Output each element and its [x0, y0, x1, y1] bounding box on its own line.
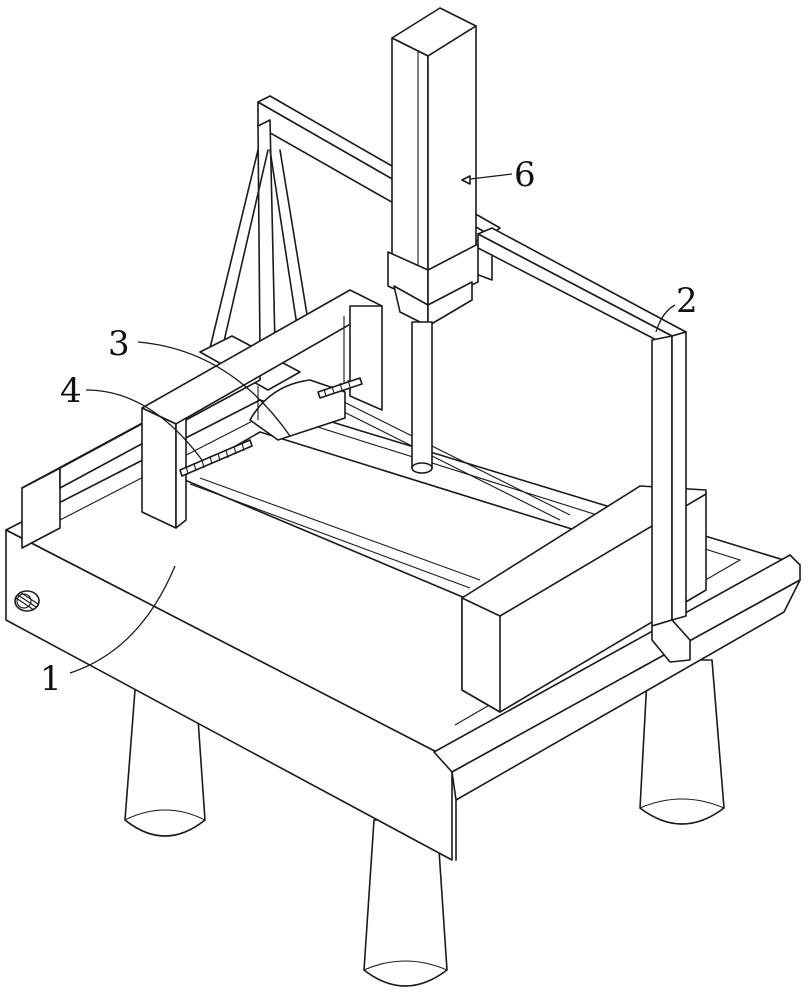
label-part-2: 2 [676, 281, 698, 321]
label-part-6: 6 [514, 155, 536, 195]
label-part-4: 4 [60, 371, 82, 411]
label-part-1: 1 [40, 659, 62, 699]
knob [15, 591, 39, 611]
label-part-3: 3 [108, 324, 130, 364]
vertical-column [388, 8, 478, 473]
